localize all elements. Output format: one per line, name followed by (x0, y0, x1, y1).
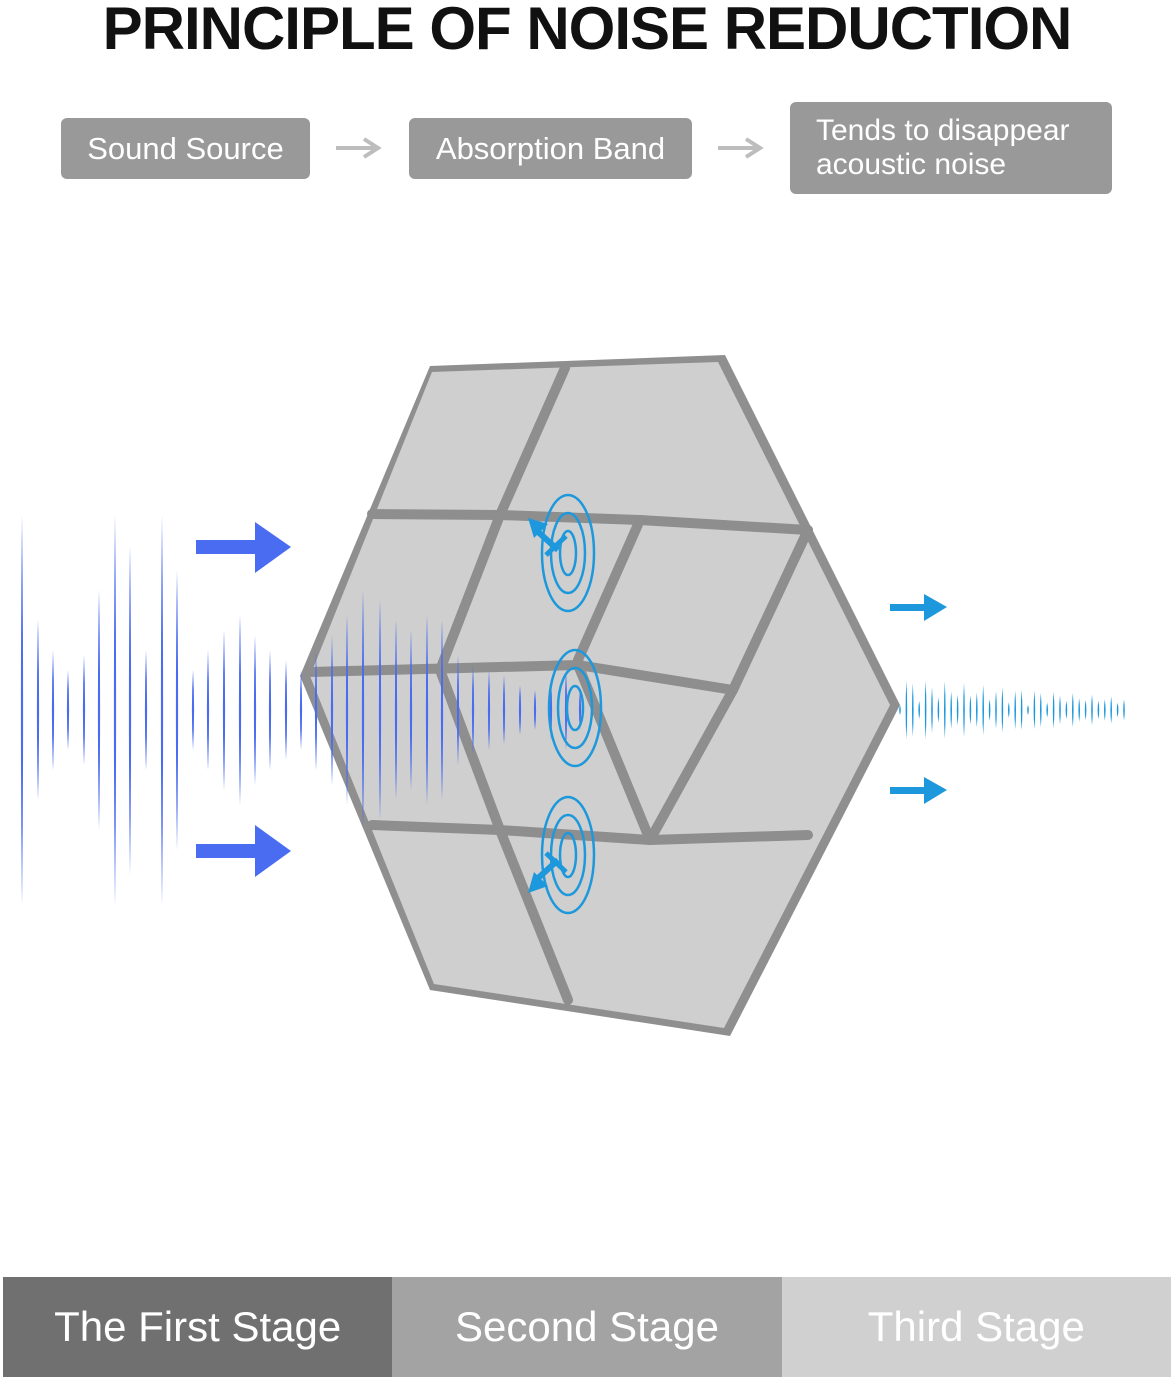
incoming-wave-spike (299, 670, 303, 750)
incoming-wave-spike (128, 545, 132, 875)
incoming-wave-spike (440, 620, 444, 800)
outgoing-wave-spike (1046, 702, 1048, 718)
stage-second: Second Stage (392, 1277, 782, 1377)
incoming-wave-spike (97, 590, 101, 830)
outgoing-wave-spike (1033, 690, 1036, 730)
outgoing-wave-spike (963, 682, 965, 738)
outgoing-wave-spike (1027, 704, 1029, 716)
incoming-wave-spike (20, 515, 24, 905)
incoming-wave-spike (82, 655, 86, 765)
outgoing-wave-spike (982, 684, 984, 736)
incoming-wave-spike (175, 570, 179, 850)
incoming-wave-spike (113, 515, 117, 905)
outgoing-wave-spike (1116, 702, 1119, 718)
incoming-wave-spike (345, 615, 349, 805)
absorption-band-label: Absorption Band (409, 118, 692, 179)
incoming-wave-spike (66, 670, 70, 750)
flow-arrow-2-icon (718, 137, 764, 159)
outgoing-wave-spike (937, 697, 940, 723)
page-title: PRINCIPLE OF NOISE REDUCTION (102, 0, 1073, 62)
incoming-arrow-upper-icon (196, 522, 291, 573)
incoming-sound-wave (20, 515, 582, 905)
outgoing-wave-spike (931, 687, 933, 733)
incoming-wave-spike (425, 615, 429, 805)
incoming-wave-spike (36, 620, 40, 800)
incoming-wave-spike (160, 515, 164, 905)
absorption-swirl-middle-icon (547, 648, 603, 768)
disappear-noise-line1: Tends to disappear (816, 114, 1070, 147)
incoming-wave-spike (51, 650, 55, 770)
outgoing-wave-spike (1091, 694, 1093, 726)
incoming-wave-spike (378, 600, 382, 820)
incoming-wave-spike (314, 650, 318, 770)
outgoing-wave-spike (995, 691, 997, 729)
sound-source-label: Sound Source (61, 118, 310, 179)
panel-grooves (305, 363, 813, 1005)
outgoing-wave-spike (1072, 692, 1074, 728)
outgoing-wave-spike (1084, 699, 1087, 721)
disappear-noise-label: Tends to disappear acoustic noise (790, 102, 1112, 194)
incoming-wave-spike (533, 690, 537, 730)
outgoing-wave-spike (969, 695, 972, 725)
noise-reduction-diagram (20, 355, 1125, 1036)
incoming-wave-spike (191, 670, 195, 750)
outgoing-wave-spike (1078, 698, 1080, 722)
outgoing-wave-spike (988, 698, 991, 722)
stage-first-label: The First Stage (54, 1303, 342, 1350)
incoming-wave-spike (222, 630, 226, 790)
outgoing-wave-spike (918, 700, 920, 720)
incoming-wave-spike (361, 590, 365, 830)
outgoing-wave-spike (1110, 696, 1112, 724)
absorption-swirl-lower-icon (528, 795, 596, 915)
incoming-wave-spike (238, 615, 242, 805)
incoming-wave-spike (394, 620, 398, 800)
outgoing-wave-spike (924, 680, 927, 740)
incoming-wave-spike (518, 685, 522, 735)
stage-second-label: Second Stage (455, 1303, 719, 1350)
incoming-wave-spike (206, 650, 210, 770)
stage-bar: The First Stage Second Stage Third Stage (3, 1277, 1171, 1377)
outgoing-wave-spike (899, 705, 901, 715)
outgoing-wave-spike (1040, 692, 1042, 728)
outgoing-wave-spike (1097, 700, 1100, 720)
incoming-wave-spike (502, 675, 506, 745)
outgoing-wave-spike (976, 692, 978, 728)
incoming-wave-spike (268, 650, 272, 770)
outgoing-arrow-upper-icon (890, 594, 947, 621)
outgoing-wave-spike (1065, 700, 1068, 720)
outgoing-wave-spike (1001, 687, 1004, 733)
outgoing-arrow-lower-icon (890, 777, 947, 804)
outgoing-wave-spike (1008, 702, 1010, 718)
incoming-wave-spike (487, 670, 491, 750)
outgoing-wave-spike (944, 681, 946, 739)
incoming-wave-spike (409, 630, 413, 790)
incoming-wave-spike (144, 650, 148, 770)
incoming-wave-spike (253, 635, 257, 785)
outgoing-wave-spike (905, 680, 908, 740)
outgoing-wave-spike (956, 694, 959, 726)
stage-third-label: Third Stage (867, 1303, 1085, 1350)
incoming-wave-spike (284, 660, 288, 760)
incoming-wave-spike (471, 665, 475, 755)
outgoing-wave-spike (1123, 699, 1125, 721)
stage-first: The First Stage (3, 1277, 393, 1377)
absorption-swirl-upper-icon (528, 493, 596, 613)
outgoing-wave-spike (1052, 691, 1055, 729)
outgoing-wave-spike (950, 691, 952, 729)
outgoing-wave-spike (1104, 699, 1106, 721)
flow-arrow-1-icon (336, 137, 382, 159)
outgoing-wave-spike (912, 683, 914, 737)
stage-third: Third Stage (781, 1277, 1171, 1377)
incoming-wave-spike (456, 655, 460, 765)
disappear-noise-line2: acoustic noise (816, 148, 1007, 181)
outgoing-wave-spike (1014, 690, 1016, 730)
outgoing-sound-wave (899, 680, 1125, 740)
outgoing-wave-spike (1059, 695, 1061, 725)
incoming-arrow-lower-icon (196, 825, 291, 877)
outgoing-wave-spike (1020, 689, 1023, 731)
incoming-wave-spike (330, 635, 334, 785)
